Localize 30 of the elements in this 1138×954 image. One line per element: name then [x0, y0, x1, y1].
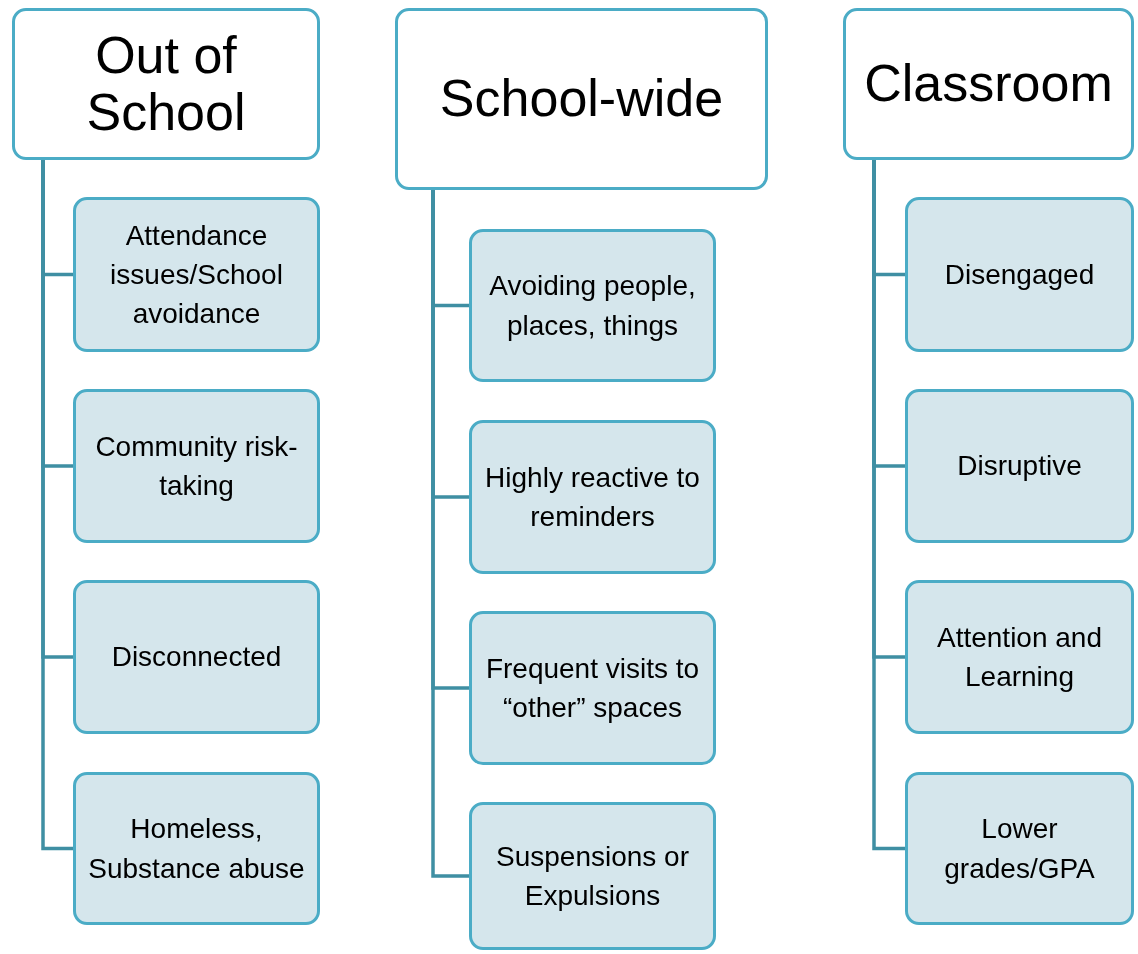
- item-text: Homeless, Substance abuse: [87, 812, 306, 886]
- item-text: Avoiding people, places, things: [488, 269, 697, 343]
- item-box: [73, 772, 320, 925]
- item-box: [73, 580, 320, 734]
- item-box: [73, 389, 320, 543]
- item-text: Lower grades/GPA: [943, 812, 1096, 886]
- item-text: Frequent visits to “other” spaces: [484, 651, 701, 725]
- category-box: [395, 8, 768, 190]
- item-text: Highly reactive to reminders: [484, 460, 701, 534]
- item-text: Community risk-taking: [94, 429, 299, 503]
- item-box: [469, 420, 716, 574]
- item-text: Attention and Learning: [936, 620, 1103, 694]
- category-heading: Classroom: [864, 55, 1113, 113]
- item-text: Attendance issues/School avoidance: [109, 218, 284, 332]
- item-text: Disconnected: [111, 640, 282, 675]
- category-heading: School-wide: [439, 70, 724, 128]
- category-box: [12, 8, 320, 160]
- item-box: [469, 611, 716, 765]
- item-box: [905, 772, 1134, 925]
- item-text: Disruptive: [957, 449, 1082, 484]
- item-box: [905, 580, 1134, 734]
- item-text: Suspensions or Expulsions: [495, 839, 690, 913]
- category-box: [843, 8, 1134, 160]
- item-box: [905, 389, 1134, 543]
- item-text: Disengaged: [944, 257, 1095, 292]
- category-heading: Out of School: [85, 26, 247, 142]
- item-box: [469, 229, 716, 382]
- item-box: [469, 802, 716, 950]
- item-box: [73, 197, 320, 352]
- item-box: [905, 197, 1134, 352]
